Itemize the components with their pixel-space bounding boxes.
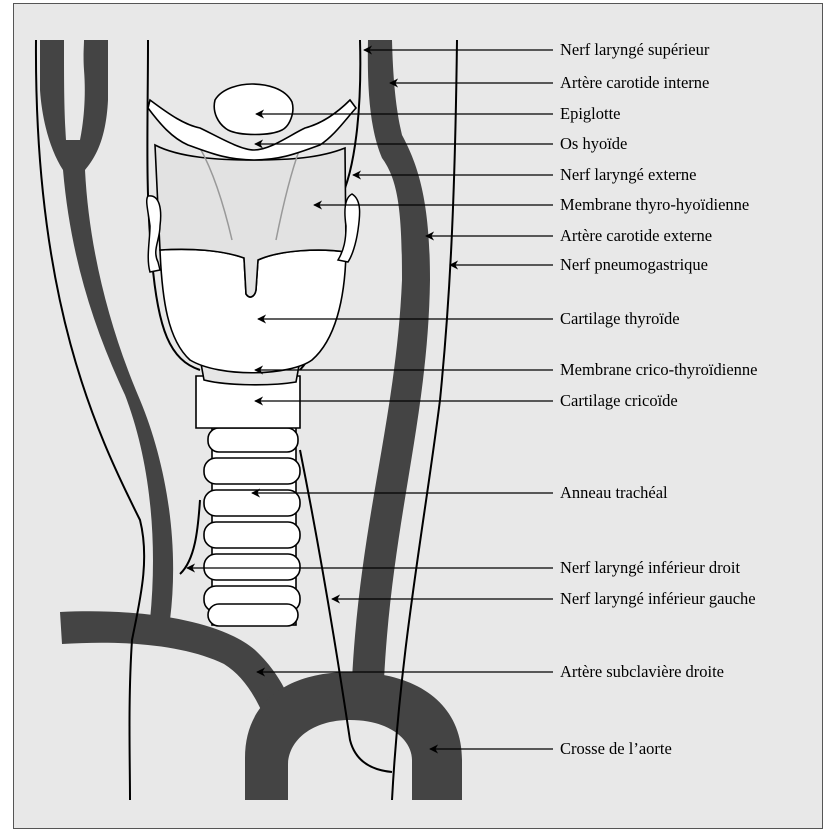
label-artere-carotide-externe: Artère carotide externe [560, 226, 712, 245]
label-nerf-larynge-superieur: Nerf laryngé supérieur [560, 40, 710, 59]
label-artere-subclaviere-droite: Artère subclavière droite [560, 662, 724, 681]
thyroid-superior-horn-left [147, 196, 161, 272]
epiglottis [214, 84, 293, 135]
label-epiglotte: Epiglotte [560, 104, 621, 123]
label-cartilage-thyroide: Cartilage thyroïde [560, 309, 680, 328]
left-carotid-artery [352, 40, 430, 680]
label-anneau-tracheal: Anneau trachéal [560, 483, 668, 502]
tracheal-ring [204, 554, 300, 580]
labels: Nerf laryngé supérieur Artère carotide i… [560, 40, 757, 758]
tracheal-ring [204, 522, 300, 548]
label-crosse-de-l-aorte: Crosse de l’aorte [560, 739, 672, 758]
label-nerf-larynge-inferieur-droit: Nerf laryngé inférieur droit [560, 558, 740, 577]
label-os-hyoide: Os hyoïde [560, 134, 627, 153]
tracheal-ring [208, 428, 298, 452]
right-carotid-artery [40, 40, 173, 620]
right-recurrent-laryngeal-nerve [180, 500, 200, 574]
label-membrane-crico-thyroidienne: Membrane crico-thyroïdienne [560, 360, 757, 379]
label-nerf-larynge-externe: Nerf laryngé externe [560, 165, 697, 184]
label-membrane-thyro-hyoidienne: Membrane thyro-hyoïdienne [560, 195, 749, 214]
label-nerf-pneumogastrique: Nerf pneumogastrique [560, 255, 708, 274]
label-artere-carotide-interne: Artère carotide interne [560, 73, 709, 92]
label-nerf-larynge-inferieur-gauche: Nerf laryngé inférieur gauche [560, 589, 756, 608]
label-cartilage-cricoide: Cartilage cricoïde [560, 391, 678, 410]
tracheal-ring [208, 604, 298, 626]
trachea [204, 425, 300, 626]
tracheal-ring [204, 490, 300, 516]
tracheal-ring [204, 458, 300, 484]
